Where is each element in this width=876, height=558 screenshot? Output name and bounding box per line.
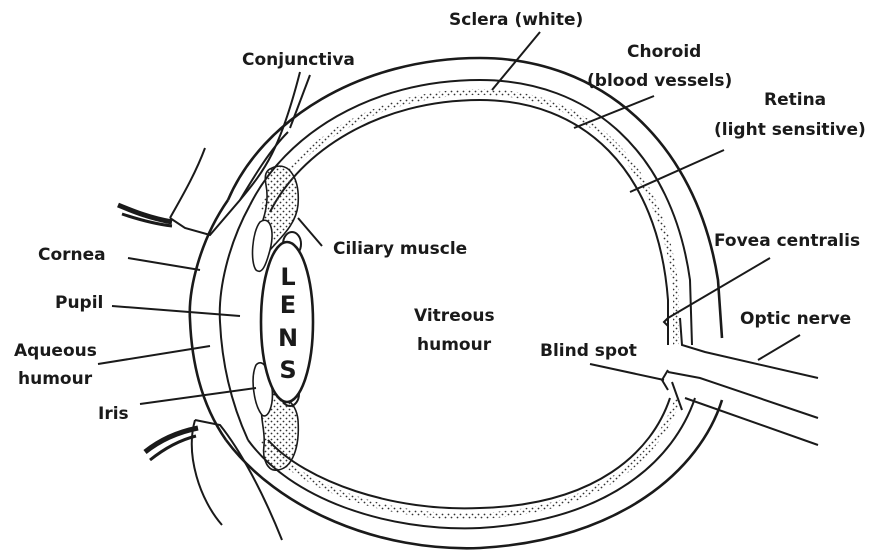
label-ciliary: Ciliary muscle [333,239,467,259]
label-fovea: Fovea centralis [714,231,860,251]
label-aqueous-sub: humour [18,369,93,389]
label-iris: Iris [98,404,129,424]
lens-letter: L [280,263,295,291]
label-cornea: Cornea [38,245,106,265]
label-sclera: Sclera (white) [449,10,583,30]
retina-line [268,100,670,508]
label-choroid-sub: (blood vessels) [587,71,732,91]
lens-letter: E [280,291,296,319]
label-retina: Retina [764,90,826,110]
label-aqueous: Aqueous [14,341,97,361]
label-pupil: Pupil [55,293,103,313]
cornea-outer [190,200,228,440]
label-conjunctiva: Conjunctiva [242,50,355,70]
choroid-band [260,92,678,516]
label-vitreous-sub: humour [417,335,492,355]
cornea-inner [220,205,250,440]
label-vitreous: Vitreous [414,306,495,326]
label-blind-spot: Blind spot [540,341,637,361]
lens-letter: S [279,356,296,384]
label-optic-nerve: Optic nerve [740,309,851,329]
label-retina-sub: (light sensitive) [714,120,866,140]
lens-letter: N [278,324,298,352]
label-choroid: Choroid [627,42,701,62]
lower-eyelid [145,420,282,540]
